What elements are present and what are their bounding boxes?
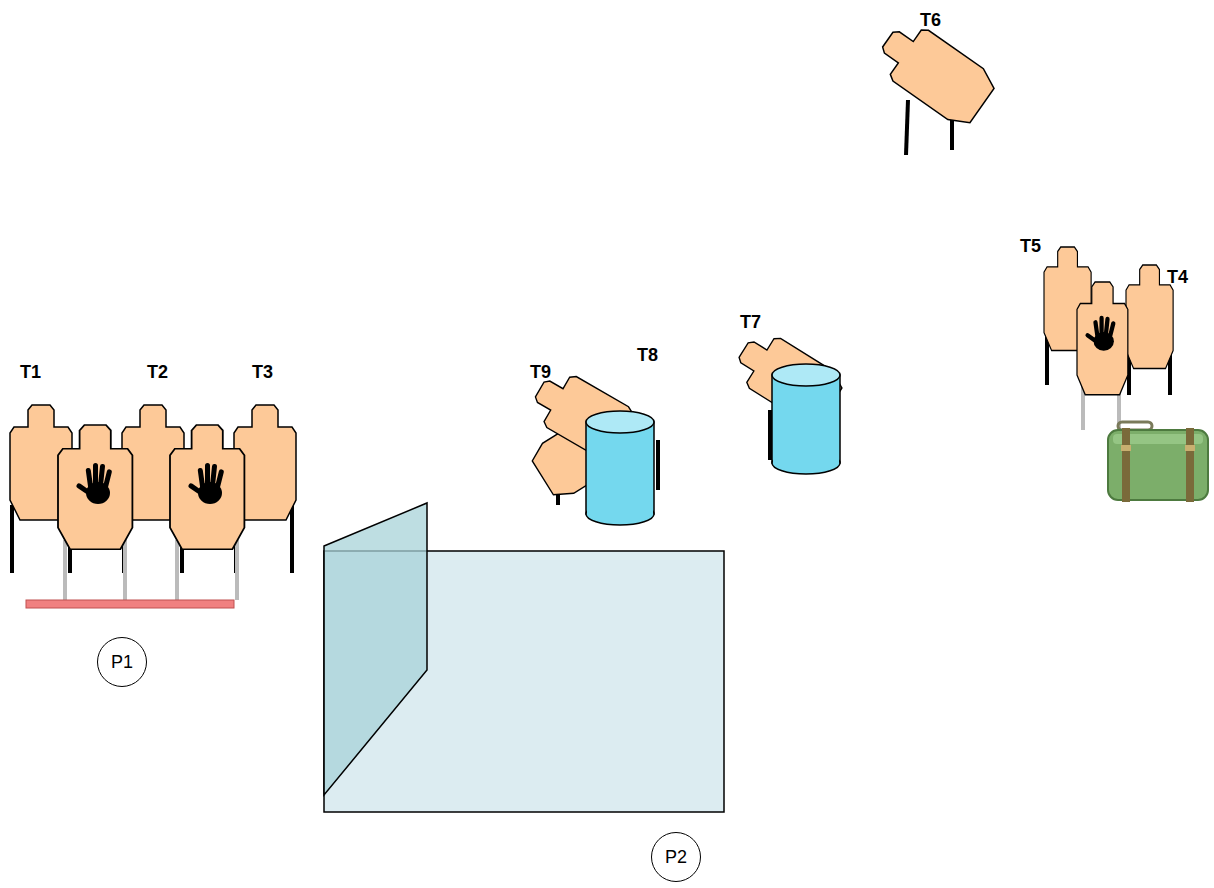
target-array-left — [10, 405, 296, 608]
target-t6 — [870, 14, 1000, 155]
target-label: T2 — [147, 362, 168, 383]
position-label: P2 — [665, 847, 687, 868]
target-group-right — [1044, 247, 1208, 502]
target-label: T6 — [920, 10, 941, 31]
target-label: T8 — [637, 345, 658, 366]
position-circle: P2 — [651, 832, 701, 882]
position-circle: P1 — [97, 637, 147, 687]
position-label: P1 — [111, 652, 133, 673]
target-label: T7 — [740, 312, 761, 333]
target-label: T1 — [20, 362, 41, 383]
target-label: T5 — [1020, 236, 1041, 257]
suitcase — [1108, 422, 1208, 502]
target-group-middle — [525, 364, 770, 525]
target-label: T9 — [530, 362, 551, 383]
target-label: T3 — [252, 362, 273, 383]
target-label: T4 — [1167, 267, 1188, 288]
target-group-t7 — [728, 325, 847, 474]
wall — [324, 503, 724, 812]
